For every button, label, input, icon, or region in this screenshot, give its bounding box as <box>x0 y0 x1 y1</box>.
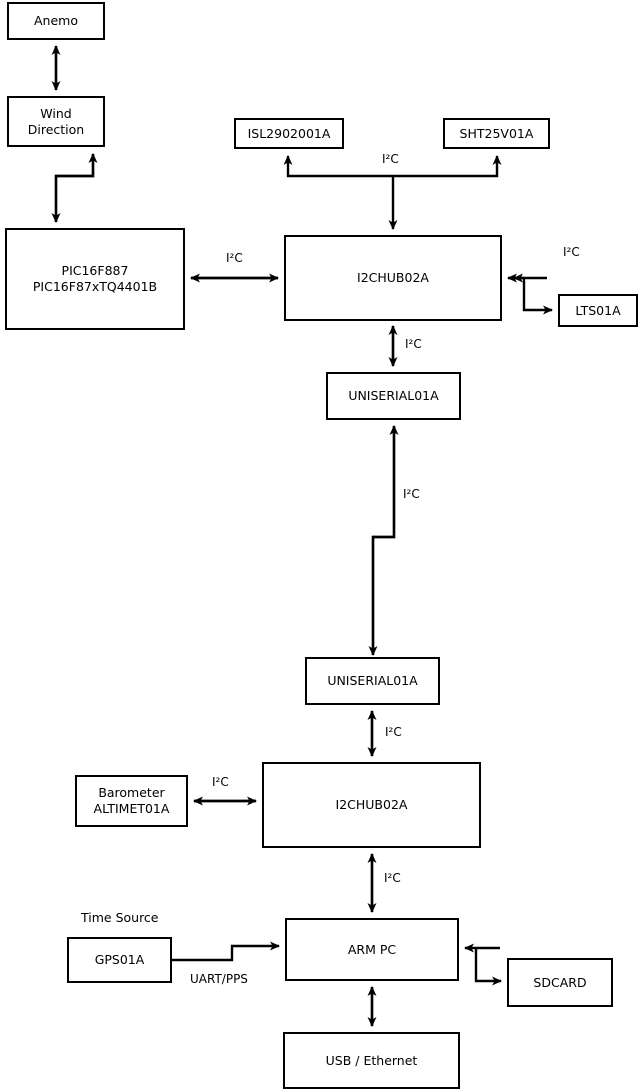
edge-uni2-uni1 <box>371 425 399 655</box>
edge-label-i2c-uniserial-hub: I²C <box>385 725 402 739</box>
node-arm-pc-label: ARM PC <box>347 941 397 957</box>
edge-hubtop-lts-out <box>522 278 553 315</box>
node-gps01a[interactable]: GPS01A <box>67 937 172 983</box>
edge-label-i2c-baro-hub: I²C <box>212 775 229 789</box>
node-wind-direction[interactable]: Wind Direction <box>7 96 105 147</box>
edge-pic-wind <box>54 153 98 222</box>
node-uniserial01a-lower-label: UNISERIAL01A <box>327 673 418 689</box>
node-i2chub02a-bottom-label: I2CHUB02A <box>335 797 408 813</box>
node-uniserial01a-upper-label: UNISERIAL01A <box>348 388 439 404</box>
node-sht25v01a[interactable]: SHT25V01A <box>443 118 550 149</box>
node-uniserial01a-lower[interactable]: UNISERIAL01A <box>305 657 440 705</box>
edge-label-i2c-pic-hub: I²C <box>226 251 243 265</box>
node-lts01a-label: LTS01A <box>575 302 621 318</box>
edge-wind-pic <box>51 154 95 223</box>
edge-label-i2c-sensor-bus: I²C <box>382 152 399 166</box>
node-anemo-label: Anemo <box>34 13 78 29</box>
edge-uni1-uni2 <box>368 426 396 656</box>
node-isl2902001a[interactable]: ISL2902001A <box>234 118 344 149</box>
node-i2chub02a-bottom[interactable]: I2CHUB02A <box>262 762 481 848</box>
node-wind-direction-label: Wind Direction <box>27 105 85 137</box>
node-gps01a-label: GPS01A <box>94 952 145 968</box>
node-anemo[interactable]: Anemo <box>7 2 105 40</box>
node-isl2902001a-label: ISL2902001A <box>247 125 331 141</box>
node-barometer-label: Barometer ALTIMET01A <box>93 785 170 816</box>
edge-label-i2c-hub-arm: I²C <box>384 871 401 885</box>
node-pic-mcu[interactable]: PIC16F887 PIC16F87xTQ4401B <box>5 228 185 330</box>
node-barometer[interactable]: Barometer ALTIMET01A <box>75 775 188 827</box>
node-pic-mcu-label: PIC16F887 PIC16F87xTQ4401B <box>32 263 158 294</box>
node-uniserial01a-upper[interactable]: UNISERIAL01A <box>326 372 461 420</box>
edge-label-i2c-uniserial-link: I²C <box>403 487 420 501</box>
node-arm-pc[interactable]: ARM PC <box>285 918 459 981</box>
edge-arm-sdcard <box>474 948 502 986</box>
node-usb-ethernet-label: USB / Ethernet <box>325 1052 418 1068</box>
edge-label-i2c-hub-uniserial: I²C <box>405 337 422 351</box>
node-sdcard[interactable]: SDCARD <box>507 958 613 1007</box>
edge-bus-sht <box>393 155 502 178</box>
node-sht25v01a-label: SHT25V01A <box>459 125 534 141</box>
node-i2chub02a-top[interactable]: I2CHUB02A <box>284 235 502 321</box>
edge-gps-arm <box>172 941 280 962</box>
node-lts01a[interactable]: LTS01A <box>558 294 638 327</box>
label-time-source: Time Source <box>81 910 159 925</box>
node-i2chub02a-top-label: I2CHUB02A <box>357 270 429 286</box>
node-usb-ethernet[interactable]: USB / Ethernet <box>283 1032 460 1089</box>
node-sdcard-label: SDCARD <box>533 974 587 990</box>
edge-label-i2c-hub-lts: I²C <box>563 245 580 259</box>
edge-label-uart-pps: UART/PPS <box>190 972 248 986</box>
edge-bus-isl <box>283 155 393 178</box>
